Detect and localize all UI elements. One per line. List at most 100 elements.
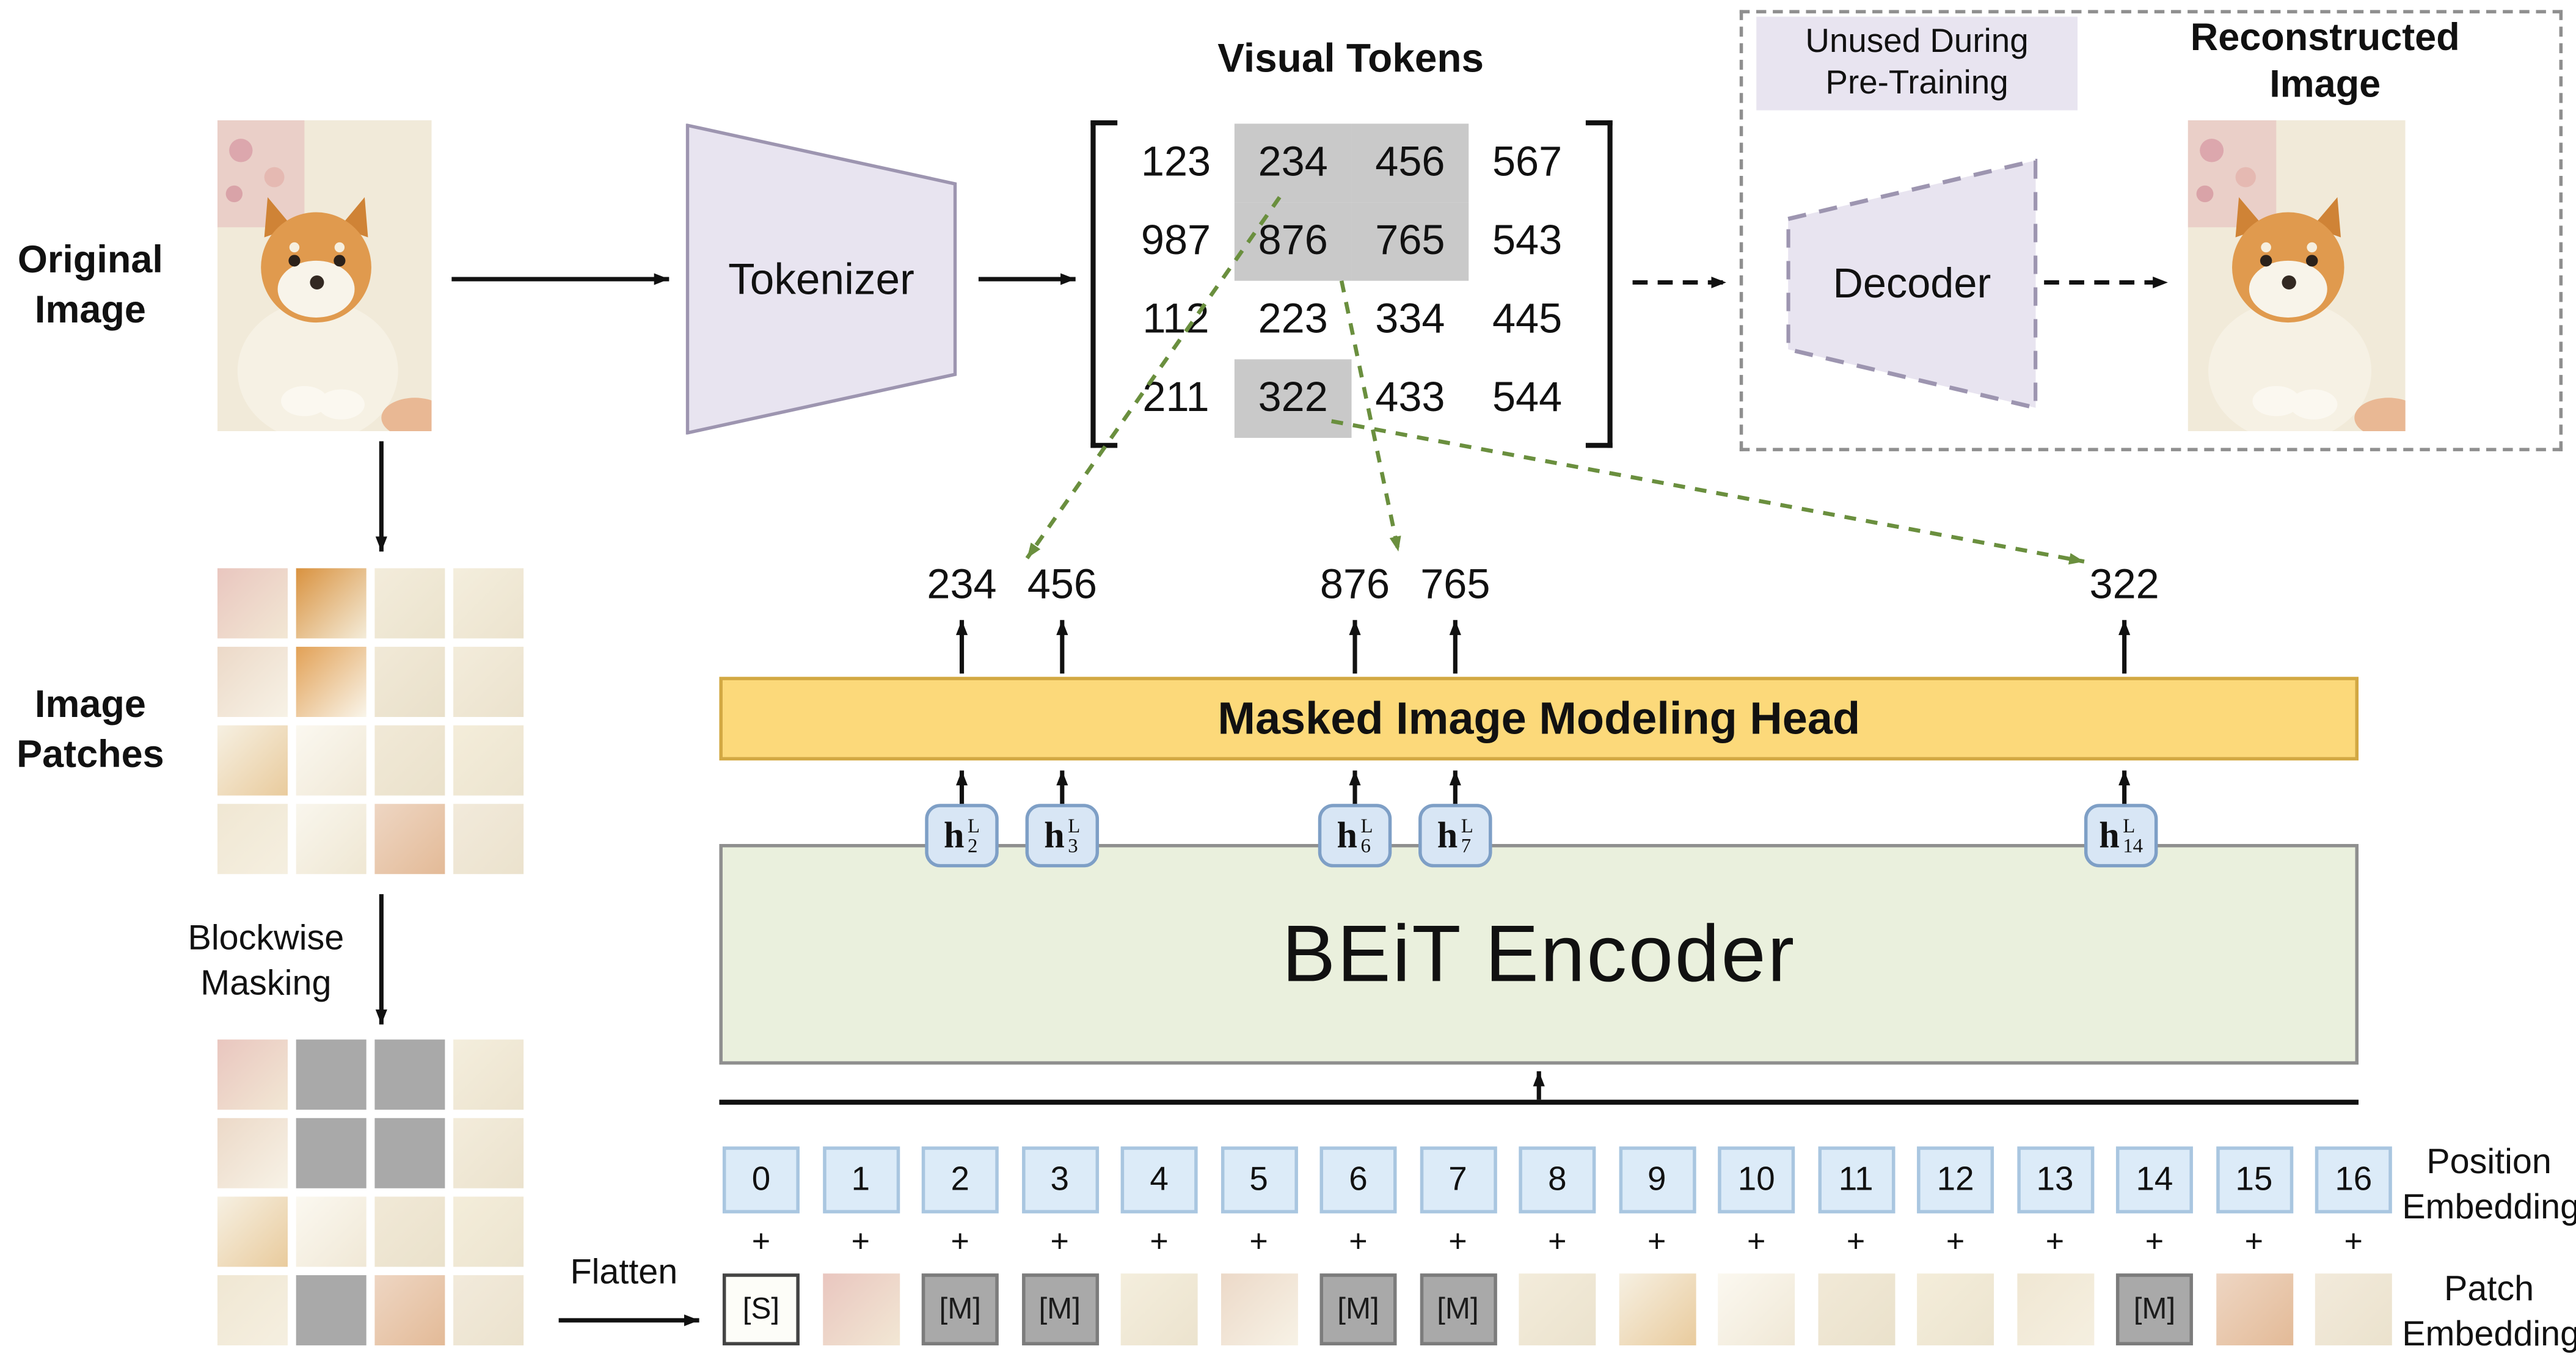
position-box: 5 xyxy=(1220,1146,1297,1213)
pretraining-unused-box xyxy=(1739,10,2563,451)
token-cell: 223 xyxy=(1258,296,1328,343)
plus-sign: + xyxy=(2145,1224,2164,1261)
image-patches-grid xyxy=(217,568,524,875)
patch-thumbnail xyxy=(2315,1273,2392,1345)
position-box: 3 xyxy=(1021,1146,1098,1213)
visual-tokens-title: Visual Tokens xyxy=(1217,37,1484,82)
token-cell: 234 xyxy=(1234,123,1352,203)
plus-sign: + xyxy=(1846,1224,1866,1261)
token-cell: 445 xyxy=(1492,296,1563,343)
patch-thumbnail xyxy=(1220,1273,1297,1345)
image-patch xyxy=(296,1196,367,1267)
image-patch xyxy=(374,804,445,875)
token-cell: 334 xyxy=(1375,296,1445,343)
tokenizer-block: Tokenizer xyxy=(685,123,957,435)
image-patch xyxy=(374,647,445,718)
matrix-bracket-right xyxy=(1585,120,1613,448)
plus-sign: + xyxy=(751,1224,771,1261)
start-token: [S] xyxy=(722,1273,800,1345)
patch-thumbnail xyxy=(1120,1273,1198,1345)
token-cell: 876 xyxy=(1234,202,1352,281)
position-box: 0 xyxy=(722,1146,800,1213)
plus-sign: + xyxy=(851,1224,870,1261)
image-patch xyxy=(453,568,524,639)
beit-encoder: BEiT Encoder xyxy=(719,843,2359,1065)
plus-sign: + xyxy=(1746,1224,1766,1261)
patch-thumbnail xyxy=(2215,1273,2293,1345)
mask-token: [M] xyxy=(1319,1273,1397,1345)
masked-patch xyxy=(374,1039,445,1110)
position-box: 12 xyxy=(1917,1146,1994,1213)
image-patch xyxy=(453,1196,524,1267)
plus-sign: + xyxy=(950,1224,969,1261)
image-patches-label: Image Patches xyxy=(16,682,164,776)
image-patch xyxy=(296,804,367,875)
image-patch xyxy=(374,1275,445,1345)
plus-sign: + xyxy=(1448,1224,1467,1261)
decoder-block: Decoder xyxy=(1786,158,2038,411)
image-patch xyxy=(453,725,524,796)
token-cell: 765 xyxy=(1351,202,1469,281)
image-patch xyxy=(217,1196,288,1267)
original-image-label: Original Image xyxy=(17,237,163,331)
position-box: 13 xyxy=(2016,1146,2093,1213)
patch-thumbnail xyxy=(1917,1273,1994,1345)
position-box: 8 xyxy=(1519,1146,1596,1213)
plus-sign: + xyxy=(1249,1224,1268,1261)
mim-head-label: Masked Image Modeling Head xyxy=(1217,693,1861,743)
reconstructed-image xyxy=(2187,120,2406,432)
patch-thumbnail xyxy=(822,1273,899,1345)
predicted-token-765: 765 xyxy=(1420,561,1491,609)
image-patch xyxy=(374,725,445,796)
patch-embedding-label: Patch Embedding xyxy=(2402,1270,2576,1354)
image-patch xyxy=(217,1118,288,1188)
matrix-bracket-left xyxy=(1090,120,1118,448)
plus-sign: + xyxy=(1349,1224,1368,1261)
patch-thumbnail xyxy=(1817,1273,1895,1345)
position-box: 16 xyxy=(2315,1146,2392,1213)
token-cell: 543 xyxy=(1492,217,1563,264)
image-patch xyxy=(453,1118,524,1188)
position-box: 1 xyxy=(822,1146,899,1213)
token-cell: 456 xyxy=(1351,123,1469,203)
patch-thumbnail xyxy=(1519,1273,1596,1345)
mask-token: [M] xyxy=(1419,1273,1497,1345)
token-cell: 987 xyxy=(1140,217,1211,264)
plus-sign: + xyxy=(1150,1224,1169,1261)
token-cell: 433 xyxy=(1375,374,1445,421)
predicted-token-322: 322 xyxy=(2089,561,2159,609)
image-patch xyxy=(217,1275,288,1345)
masked-patch xyxy=(296,1118,367,1188)
plus-sign: + xyxy=(2045,1224,2065,1261)
position-box: 11 xyxy=(1817,1146,1895,1213)
patch-thumbnail xyxy=(1718,1273,1795,1345)
patch-thumbnail xyxy=(1618,1273,1696,1345)
image-patch xyxy=(296,647,367,718)
position-box: 15 xyxy=(2215,1146,2293,1213)
masked-patch xyxy=(296,1039,367,1110)
image-patch xyxy=(453,1039,524,1110)
image-patch xyxy=(217,725,288,796)
position-box: 6 xyxy=(1319,1146,1397,1213)
tokenizer-label: Tokenizer xyxy=(728,253,914,304)
blockwise-masking-label: Blockwise Masking xyxy=(188,919,345,1003)
mask-token: [M] xyxy=(2115,1273,2193,1345)
unused-during-pretraining-label: Unused During Pre-Training xyxy=(1756,16,2078,111)
flatten-label: Flatten xyxy=(570,1253,678,1292)
image-patch xyxy=(453,647,524,718)
masked-patches-grid xyxy=(217,1039,524,1345)
image-patch xyxy=(217,568,288,639)
position-box: 4 xyxy=(1120,1146,1198,1213)
position-box: 10 xyxy=(1718,1146,1795,1213)
image-patch xyxy=(374,568,445,639)
token-cell: 211 xyxy=(1142,374,1210,421)
position-box: 2 xyxy=(921,1146,999,1213)
position-embedding-label: Position Embedding xyxy=(2402,1143,2576,1227)
image-patch xyxy=(296,568,367,639)
